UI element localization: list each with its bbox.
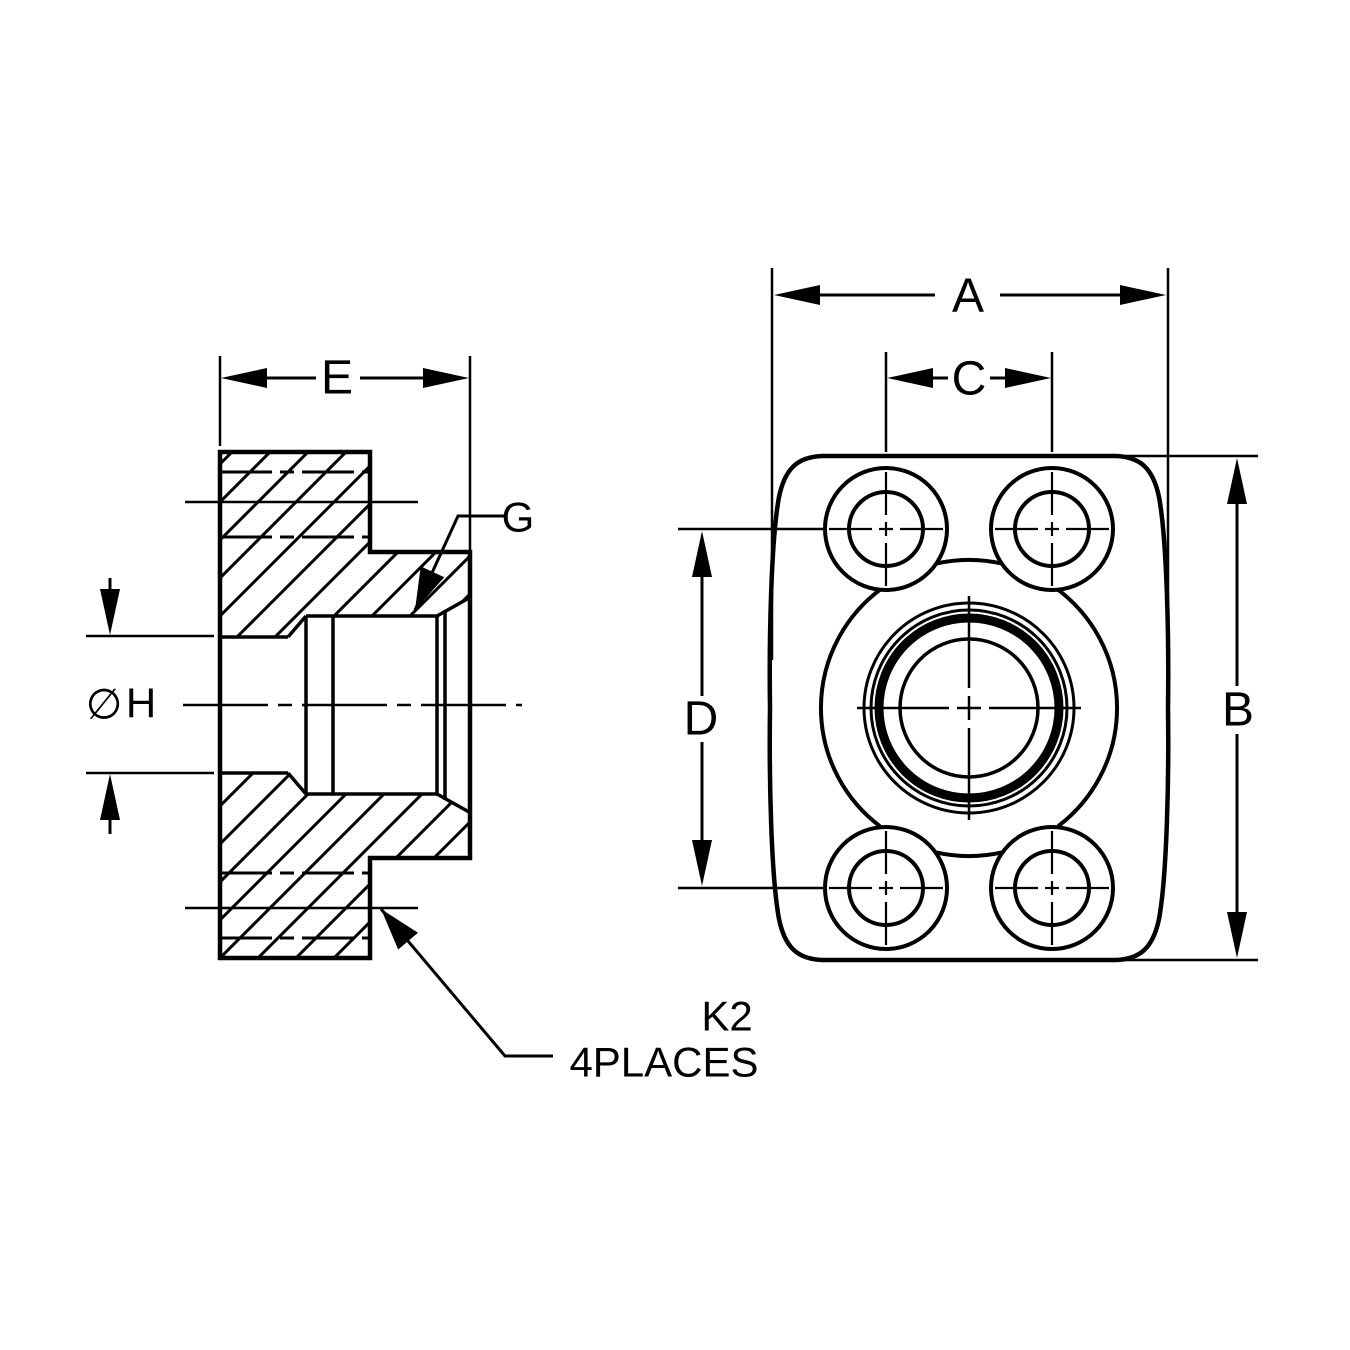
front-view: A C B D: [678, 268, 1258, 963]
dimension-e: E: [218, 352, 472, 550]
flange-section-outline: [217, 449, 473, 961]
arrowhead-a-left: [774, 285, 820, 305]
arrowhead-a-right: [1120, 285, 1166, 305]
side-section-view: E ∅ H G K2 4PLACES: [86, 352, 759, 1086]
dimension-a: A: [770, 268, 1170, 660]
arrowhead-g: [415, 566, 445, 610]
arrowhead-e-left: [221, 368, 267, 388]
arrowhead-c-right: [1005, 368, 1051, 388]
dimension-c: C: [884, 352, 1054, 452]
arrowhead-b-top: [1227, 458, 1247, 504]
arrowhead-k2: [381, 909, 418, 950]
dimension-h: ∅ H: [86, 578, 214, 834]
diameter-symbol: ∅: [86, 681, 123, 728]
dim-h-label: H: [126, 680, 156, 727]
arrowhead-e-right: [423, 368, 469, 388]
arrowhead-d-top: [692, 531, 712, 577]
raised-face-blend-arcs: [818, 558, 1120, 858]
note-places-label: 4PLACES: [569, 1039, 758, 1086]
arrowhead-h-bottom: [100, 774, 120, 820]
bolt-hole-bottom-right: [989, 825, 1115, 951]
bolt-hole-top-right: [989, 466, 1115, 592]
bolt-hole-bottom-left: [823, 825, 949, 951]
note-k2-label: K2: [701, 993, 752, 1040]
center-port: [857, 596, 1081, 820]
thread-g-label: G: [502, 494, 535, 541]
dim-e-label: E: [321, 352, 353, 405]
dim-a-label: A: [952, 270, 984, 323]
section-hatch-lower: [220, 773, 470, 958]
bolt-hole-centerlines: [185, 500, 418, 910]
arrowhead-h-top: [100, 589, 120, 635]
bolt-hole-hidden-lines: [220, 470, 370, 940]
bolt-hole-top-left: [823, 466, 949, 592]
k2-note: K2 4PLACES: [379, 908, 759, 1086]
section-hatch-upper: [220, 452, 470, 637]
dimension-b: B: [1118, 454, 1258, 962]
thread-g-callout: G: [413, 494, 535, 611]
dim-b-label: B: [1222, 684, 1254, 737]
dimension-d: D: [678, 527, 823, 890]
arrowhead-c-left: [887, 368, 933, 388]
dim-c-label: C: [952, 353, 987, 406]
arrowhead-b-bottom: [1227, 912, 1247, 958]
dim-d-label: D: [684, 693, 719, 746]
arrowhead-d-bottom: [692, 840, 712, 886]
